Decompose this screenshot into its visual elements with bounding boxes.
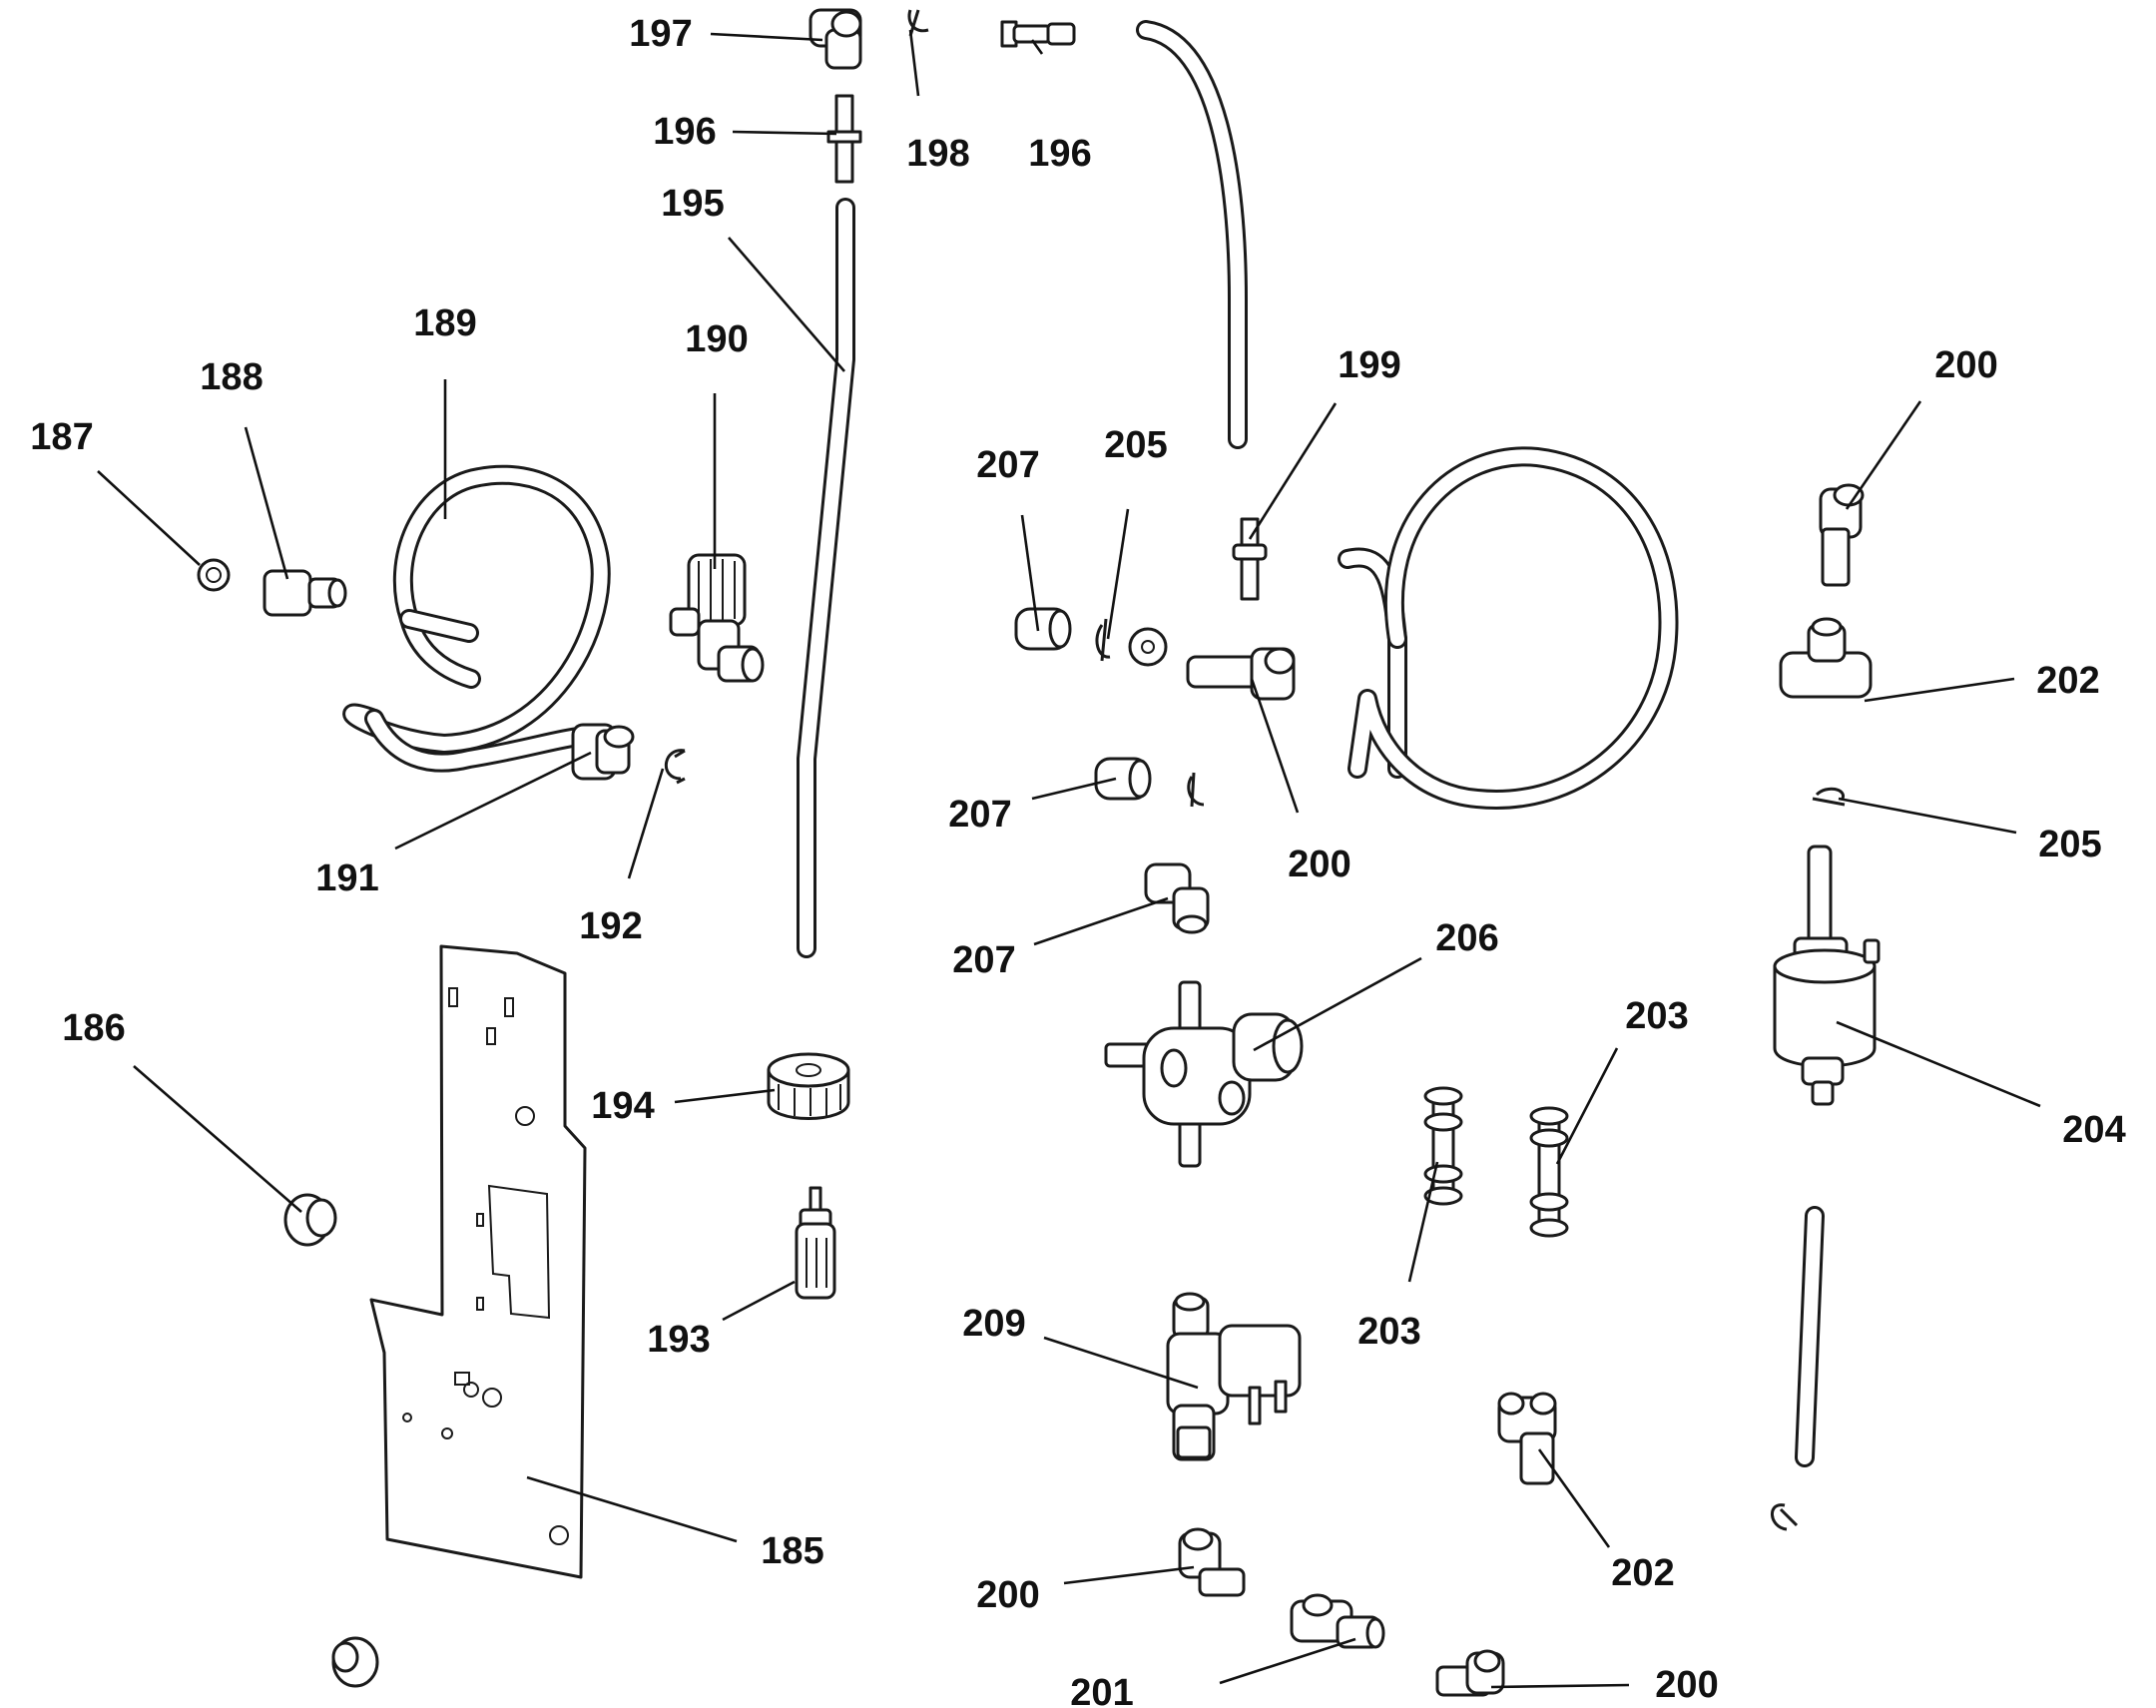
part-200-elbows <box>1178 483 1865 1697</box>
callout-207-bottom: 207 <box>952 939 1015 981</box>
callout-189: 189 <box>413 302 476 344</box>
part-198-clip <box>907 9 929 37</box>
callout-197: 197 <box>629 13 692 55</box>
part-189-coiled-hose <box>342 464 611 773</box>
callout-200-bottom: 200 <box>976 1574 1039 1616</box>
callout-187: 187 <box>30 416 93 458</box>
callout-202-bottom: 202 <box>1611 1552 1674 1594</box>
part-191-elbow-fitting <box>571 723 635 781</box>
part-207-connectors <box>1014 607 1210 934</box>
callout-192: 192 <box>579 905 642 947</box>
part-196-barb-connectors <box>826 20 1076 184</box>
callout-194: 194 <box>591 1085 654 1127</box>
callout-198: 198 <box>906 133 969 175</box>
part-186-plug <box>283 1193 379 1688</box>
callout-193: 193 <box>647 1319 710 1361</box>
callout-200-mid: 200 <box>1288 844 1350 885</box>
part-190-regulator <box>669 553 765 683</box>
callout-203-right: 203 <box>1625 995 1688 1037</box>
callout-186: 186 <box>62 1007 125 1049</box>
callout-185: 185 <box>761 1530 823 1572</box>
part-195-tube <box>797 198 855 958</box>
part-202-y-connectors <box>1497 617 1873 1485</box>
part-203-spacers <box>1423 1086 1569 1238</box>
callout-209: 209 <box>962 1303 1025 1345</box>
part-204-pump <box>1773 845 1881 1106</box>
part-187-washer <box>197 558 231 592</box>
callout-206: 206 <box>1435 917 1498 959</box>
part-205-clips <box>1095 618 1846 1531</box>
callout-191: 191 <box>315 857 378 899</box>
leader-lines <box>97 29 2041 1689</box>
part-201-tee <box>1290 1593 1385 1649</box>
part-194-cap <box>767 1052 850 1120</box>
callout-202-top: 202 <box>2036 660 2099 702</box>
callout-204: 204 <box>2062 1109 2125 1151</box>
callout-labels: 185 186 187 188 189 190 191 192 193 194 … <box>30 13 2125 1708</box>
part-193-filter <box>795 1186 836 1300</box>
part-209-solenoid-valve <box>1166 1292 1302 1461</box>
callout-207-top: 207 <box>976 444 1039 486</box>
part-188-adapter <box>263 569 347 617</box>
callout-195: 195 <box>661 183 724 225</box>
part-197-elbow <box>808 8 862 70</box>
callout-203-left: 203 <box>1357 1311 1420 1353</box>
part-199-barb <box>1232 517 1268 601</box>
callout-200-far: 200 <box>1655 1664 1718 1706</box>
part-large-coil-hose <box>1338 446 1679 810</box>
part-192-clip <box>664 749 686 785</box>
callout-199: 199 <box>1338 344 1400 386</box>
part-185-mounting-plate <box>369 944 587 1579</box>
callout-207-mid: 207 <box>948 794 1011 836</box>
part-top-curved-tube <box>1136 20 1248 449</box>
part-right-long-tube <box>1795 1206 1825 1467</box>
callout-190: 190 <box>685 318 748 360</box>
callout-200-top: 200 <box>1934 344 1997 386</box>
callout-188: 188 <box>200 356 263 398</box>
part-206-manifold <box>1104 980 1304 1168</box>
callout-196-right: 196 <box>1028 133 1091 175</box>
callout-201: 201 <box>1070 1672 1133 1708</box>
callout-205-top: 205 <box>1104 424 1167 466</box>
callout-196-left: 196 <box>653 111 716 153</box>
callout-205-right: 205 <box>2038 824 2101 865</box>
